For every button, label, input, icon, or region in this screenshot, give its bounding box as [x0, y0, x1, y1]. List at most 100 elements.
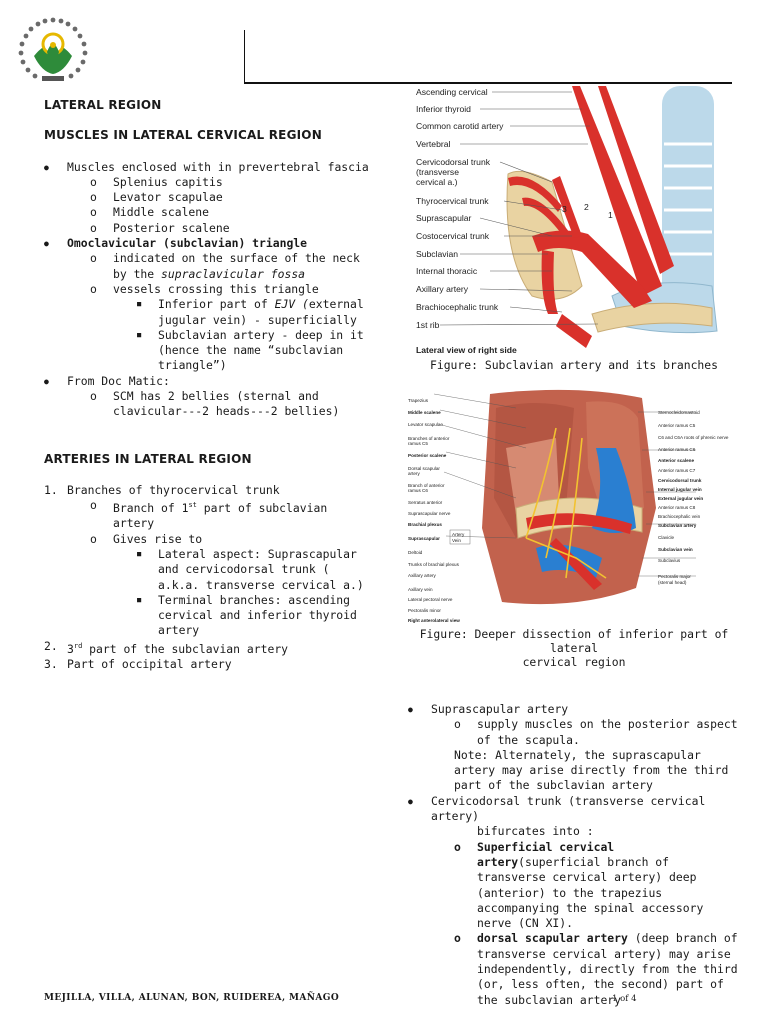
label-internal-thoracic: Internal thoracic: [416, 266, 478, 276]
label-cervicodorsal-trunk: Cervicodorsal trunk: [658, 478, 702, 483]
label-branch-c6: Branch of anterior: [408, 483, 445, 488]
label-dorsal-scapular: Dorsal scapular: [408, 466, 440, 471]
list-item: bifurcates into :: [477, 824, 594, 839]
label-sternal-head: (sternal head): [658, 580, 687, 585]
left-column: LATERAL REGION MUSCLES IN LATERAL CERVIC…: [44, 98, 374, 672]
label-subclavian-vein: Subclavian vein: [658, 547, 693, 552]
label-serratus-anterior: Serratus anterior: [408, 500, 443, 505]
label-box-vein: Vein: [452, 538, 461, 543]
footer-authors: MEJILLA, VILLA, ALUNAN, BON, RUIDEREA, M…: [44, 993, 340, 1003]
label-deltoid: Deltoid: [408, 550, 423, 555]
label-inferior-thyroid: Inferior thyroid: [416, 104, 471, 114]
label-artery: artery: [408, 471, 420, 476]
label-cervicodorsal: Cervicodorsal trunk: [416, 157, 491, 167]
list-item: ■Terminal branches: ascending cervical a…: [137, 592, 357, 638]
label-ascending-cervical: Ascending cervical: [416, 87, 488, 97]
label-suprascapular: Suprascapular: [416, 213, 472, 223]
figure-2-right-labels: Sternocleidomastoid Anterior ramus C5 C6…: [658, 410, 729, 585]
label-thyrocervical: Thyrocervical trunk: [416, 196, 489, 206]
label-subclavian-artery: Subclavian artery: [658, 523, 697, 528]
label-ramus-c6-right: Anterior ramus C6: [658, 447, 696, 452]
label-ramus-c7: Anterior ramus C7: [658, 468, 696, 473]
list-item: ■Inferior part of EJV (external jugular …: [137, 297, 364, 327]
label-ramus-c5-right: Anterior ramus C5: [658, 423, 696, 428]
label-lateral-pectoral: Lateral pectoral nerve: [408, 597, 453, 602]
list-item: Omoclavicular (subclavian) triangle: [44, 236, 374, 252]
subclavian-artery-figure: 3 2 1 Ascending cervical Inferior thyroi…: [412, 86, 732, 358]
label-ramus-c6: ramus C6: [408, 488, 428, 493]
label-cervicodorsal-2: (transverse: [416, 167, 459, 177]
lateral-cervical-dissection-figure: Trapezius Middle scalene Levator scapula…: [406, 388, 742, 626]
label-external-jugular: External jugular vein: [658, 496, 703, 501]
label-suprascapular-nerve: Suprascapular nerve: [408, 511, 451, 516]
lateral-region-heading: LATERAL REGION: [44, 98, 162, 112]
seal-logo-icon: [18, 17, 88, 81]
label-sternocleidomastoid: Sternocleidomastoid: [658, 410, 700, 415]
footer-page-number: 1 of 4: [612, 994, 637, 1004]
label-costocervical: Costocervical trunk: [416, 231, 490, 241]
figure-number: 2: [584, 202, 589, 212]
label-view: Right anterolateral view: [408, 618, 460, 623]
list-item: ■Lateral aspect: Suprascapular and cervi…: [137, 546, 364, 592]
label-posterior-scalene: Posterior scalene: [408, 453, 447, 458]
list-item: 2.3rd part of the subclavian artery: [44, 638, 289, 656]
list-item: 1.Branches of thyrocervical trunk: [44, 482, 280, 497]
label-ramus-c8: Anterior ramus C8: [658, 505, 696, 510]
label-branches-c5: Branches of anterior: [408, 436, 450, 441]
label-trapezius: Trapezius: [408, 398, 429, 403]
list-item: Suprascapular artery: [408, 702, 738, 718]
figure-number: 3: [562, 204, 567, 214]
label-anterior-scalene: Anterior scalene: [658, 458, 694, 463]
label-middle-scalene: Middle scalene: [408, 410, 441, 415]
list-item: From Doc Matic:: [44, 374, 374, 390]
label-brachial-plexus: Brachial plexus: [408, 522, 442, 527]
label-clavicle: Clavicle: [658, 535, 675, 540]
list-item: Muscles enclosed with in prevertebral fa…: [44, 160, 374, 176]
label-subclavius: Subclavius: [658, 558, 681, 563]
label-1st-rib: 1st rib: [416, 320, 440, 330]
label-subclavian: Subclavian: [416, 249, 458, 259]
figure-2-caption: Figure: Deeper dissection of inferior pa…: [406, 627, 742, 669]
figure-2-left-labels: Trapezius Middle scalene Levator scapula…: [408, 398, 460, 623]
muscles-list: Muscles enclosed with in prevertebral fa…: [44, 160, 374, 420]
label-axillary-artery: Axillary artery: [408, 573, 437, 578]
label-internal-jugular: Internal jugular vein: [658, 487, 702, 492]
label-brachiocephalic: Brachiocephalic trunk: [416, 302, 499, 312]
label-brachiocephalic-vein: Brachiocephalic vein: [658, 514, 701, 519]
label-common-carotid: Common carotid artery: [416, 121, 504, 131]
list-item: ■Subclavian artery - deep in it (hence t…: [137, 327, 364, 373]
label-pectoralis-major: Pectoralis major: [658, 574, 691, 579]
caption-line: Figure: Deeper dissection of inferior pa…: [419, 627, 729, 655]
header-vertical-rule: [244, 30, 245, 82]
list-item: Cervicodorsal trunk (transverse cervical…: [408, 794, 738, 825]
figure-view-label: Lateral view of right side: [416, 345, 517, 355]
list-item: 3.Part of occipital artery: [44, 656, 232, 671]
label-axillary: Axillary artery: [416, 284, 469, 294]
figure-1-caption: Figure: Subclavian artery and its branch…: [429, 358, 719, 372]
label-suprascapular: Suprascapular: [408, 536, 440, 541]
label-cervicodorsal-3: cervical a.): [416, 177, 458, 187]
label-axillary-vein: Axillary vein: [408, 587, 433, 592]
label-levator-scapulae: Levator scapulae: [408, 422, 443, 427]
arteries-heading: ARTERIES IN LATERAL REGION: [44, 451, 252, 466]
note-text: Note: Alternately, the suprascapular art…: [454, 747, 729, 793]
caption-line: cervical region: [522, 655, 626, 669]
header-horizontal-rule: [244, 82, 732, 84]
figure-number: 1: [608, 210, 613, 220]
label-phrenic: C6 and C6A roots of phrenic nerve: [658, 435, 729, 440]
label-vertebral: Vertebral: [416, 139, 450, 149]
label-trunks: Trunks of brachial plexus: [408, 562, 460, 567]
